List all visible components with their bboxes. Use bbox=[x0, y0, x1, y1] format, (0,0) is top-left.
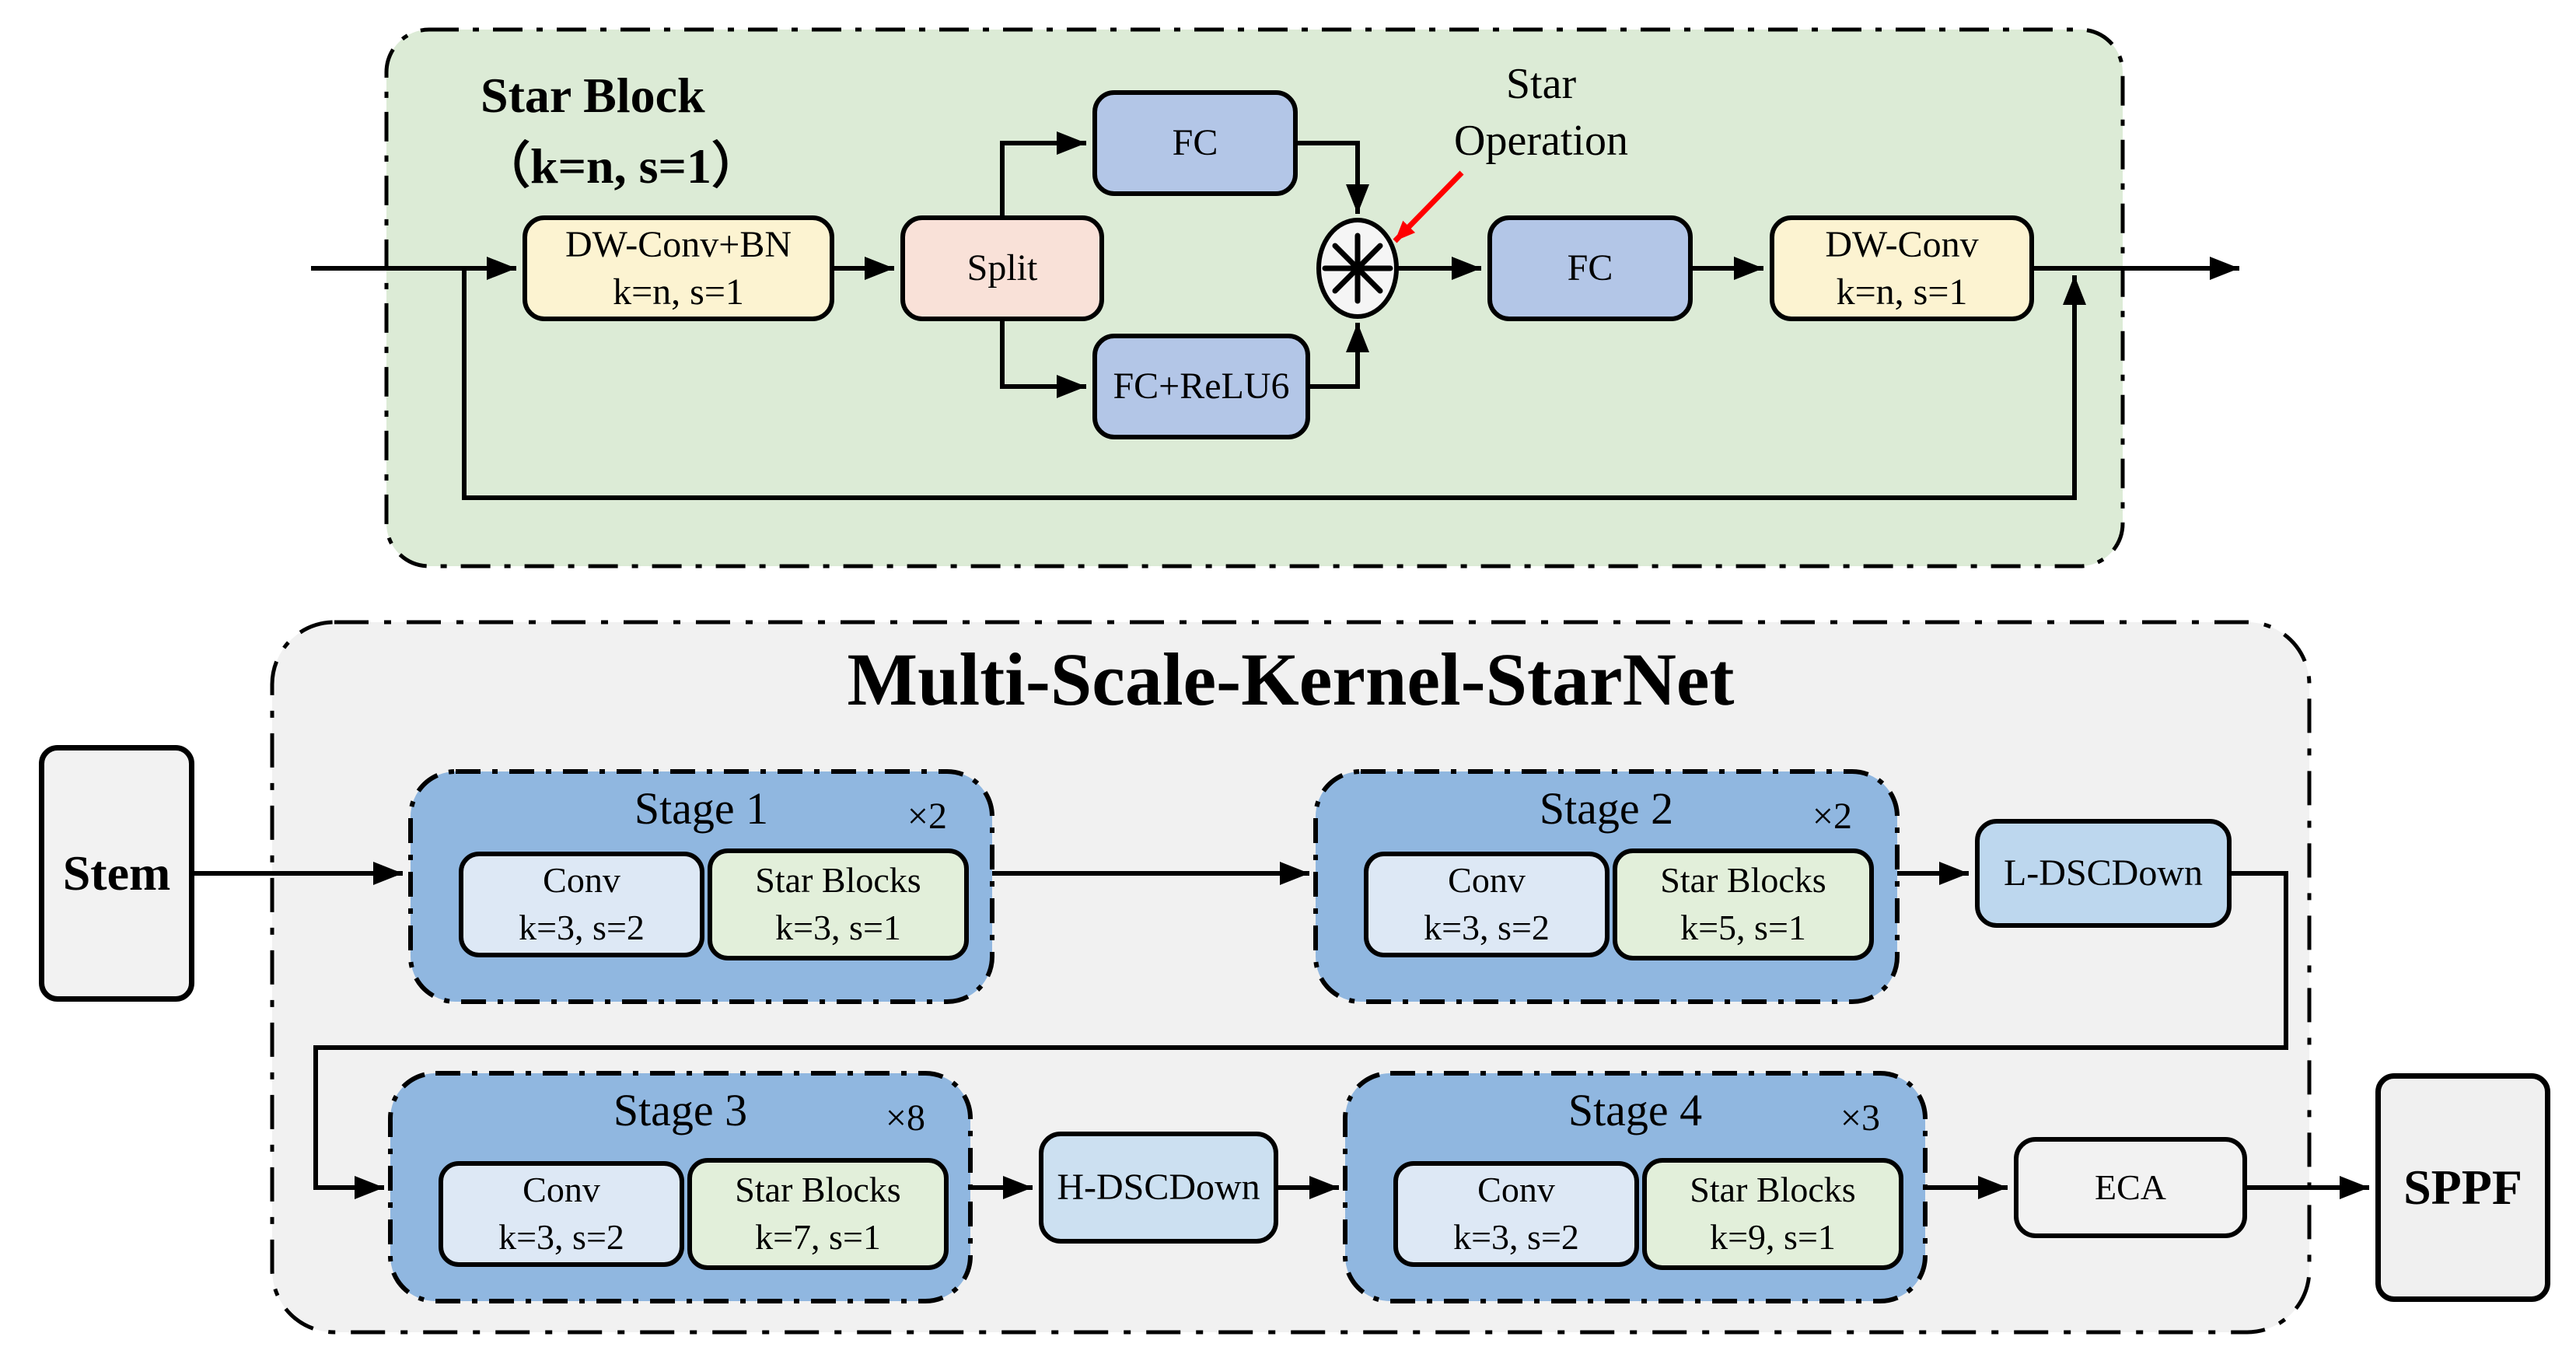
stage-3-conv-line2: k=3, s=2 bbox=[498, 1217, 624, 1257]
sppf-label: SPPF bbox=[2403, 1160, 2522, 1216]
stage-4-conv-line2: k=3, s=2 bbox=[1453, 1217, 1579, 1257]
stage-3-star-line2: k=7, s=1 bbox=[755, 1217, 881, 1257]
stage-2-star-blocks-box: Star Blocks k=5, s=1 bbox=[1613, 848, 1874, 960]
split-box: Split bbox=[900, 215, 1104, 321]
h-dscdown-label: H-DSCDown bbox=[1057, 1167, 1260, 1209]
network-title: Multi-Scale-Kernel-StarNet bbox=[847, 638, 1735, 721]
split-to-fc-arrow bbox=[1000, 131, 1086, 215]
star-block-container bbox=[384, 27, 2125, 569]
stage-2-star-line2: k=5, s=1 bbox=[1680, 908, 1806, 947]
stage-4-conv-line1: Conv bbox=[1477, 1170, 1555, 1210]
sppf-box: SPPF bbox=[2375, 1073, 2550, 1302]
ldscdown-to-stage3-wrap-arrow bbox=[313, 871, 2288, 1199]
stage-4-repeat-badge: ×3 bbox=[1840, 1097, 1880, 1139]
stage-4-conv-box: Conv k=3, s=2 bbox=[1393, 1161, 1639, 1267]
stage-2-repeat-badge: ×2 bbox=[1812, 796, 1852, 837]
stage-4-title: Stage 4 bbox=[1568, 1085, 1703, 1135]
star-operation-label-line1: Star bbox=[1505, 60, 1577, 108]
dwconv-out-box: DW-Conv k=n, s=1 bbox=[1770, 215, 2034, 321]
stage-2-group: Stage 2 ×2 Conv k=3, s=2 Star Blocks k=5… bbox=[1316, 771, 1897, 1002]
star-operation-pointer-arrow bbox=[1393, 170, 1464, 243]
fc-relu6-label: FC+ReLU6 bbox=[1113, 366, 1290, 408]
dwconv-out-line1: DW-Conv bbox=[1825, 223, 1979, 265]
stage-2-conv-box: Conv k=3, s=2 bbox=[1364, 852, 1610, 957]
fc-relu6-box: FC+ReLU6 bbox=[1092, 334, 1310, 439]
split-label: Split bbox=[966, 247, 1038, 289]
star-operation-label-line2: Operation bbox=[1454, 116, 1628, 165]
residual-skip-connection bbox=[462, 268, 2086, 500]
stage-4-star-line1: Star Blocks bbox=[1690, 1170, 1856, 1210]
star-block-title-line1: Star Block bbox=[481, 68, 705, 123]
star-block-title: Star Block （k=n, s=1） bbox=[481, 61, 761, 202]
dwconv-bn-line2: k=n, s=1 bbox=[613, 271, 744, 313]
l-dscdown-box: L-DSCDown bbox=[1975, 819, 2232, 928]
fc-top-box: FC bbox=[1092, 90, 1298, 196]
stage-3-conv-line1: Conv bbox=[523, 1170, 600, 1210]
stage-3-star-blocks-box: Star Blocks k=7, s=1 bbox=[687, 1158, 949, 1270]
stage-1-conv-line2: k=3, s=2 bbox=[519, 908, 645, 947]
stage-1-repeat-badge: ×2 bbox=[907, 796, 947, 837]
fcrelu-to-star-arrow bbox=[1310, 323, 1369, 389]
split-to-fcrelu-arrow bbox=[1000, 321, 1086, 398]
stage-2-title: Stage 2 bbox=[1539, 783, 1674, 834]
stage-3-star-line1: Star Blocks bbox=[735, 1170, 901, 1210]
l-dscdown-label: L-DSCDown bbox=[2003, 852, 2203, 894]
stem-label: Stem bbox=[62, 845, 171, 901]
star-operation-icon bbox=[1316, 218, 1399, 319]
star-operation-label: Star Operation bbox=[1400, 56, 1683, 170]
fc-top-label: FC bbox=[1172, 122, 1218, 164]
stage-2-conv-line1: Conv bbox=[1448, 860, 1526, 901]
star-block-title-line2: （k=n, s=1） bbox=[481, 138, 762, 194]
eca-box: ECA bbox=[2014, 1137, 2247, 1238]
stage-4-group: Stage 4 ×3 Conv k=3, s=2 Star Blocks k=9… bbox=[1345, 1073, 1925, 1301]
dwconv-bn-box: DW-Conv+BN k=n, s=1 bbox=[523, 215, 834, 321]
stage-2-conv-line2: k=3, s=2 bbox=[1424, 908, 1550, 947]
stage-4-star-line2: k=9, s=1 bbox=[1710, 1217, 1836, 1257]
stage-3-group: Stage 3 ×8 Conv k=3, s=2 Star Blocks k=7… bbox=[390, 1073, 970, 1301]
stage-4-star-blocks-box: Star Blocks k=9, s=1 bbox=[1642, 1158, 1903, 1270]
eca-label: ECA bbox=[2095, 1167, 2166, 1207]
stage-1-star-blocks-box: Star Blocks k=3, s=1 bbox=[708, 848, 969, 960]
fc-right-label: FC bbox=[1567, 247, 1613, 289]
dwconv-out-line2: k=n, s=1 bbox=[1836, 271, 1968, 313]
stage-1-conv-line1: Conv bbox=[543, 860, 620, 901]
stage-1-group: Stage 1 ×2 Conv k=3, s=2 Star Blocks k=3… bbox=[411, 771, 992, 1002]
stage-1-star-line1: Star Blocks bbox=[755, 860, 921, 901]
stage-1-title: Stage 1 bbox=[634, 783, 769, 834]
stage-1-conv-box: Conv k=3, s=2 bbox=[459, 852, 704, 957]
fc-right-box: FC bbox=[1487, 215, 1693, 321]
stage-1-star-line2: k=3, s=1 bbox=[775, 908, 901, 947]
stage-3-title: Stage 3 bbox=[613, 1085, 748, 1135]
stage-3-conv-box: Conv k=3, s=2 bbox=[439, 1161, 684, 1267]
fc-to-star-arrow bbox=[1298, 141, 1369, 214]
stage-2-star-line1: Star Blocks bbox=[1660, 860, 1826, 901]
h-dscdown-box: H-DSCDown bbox=[1039, 1132, 1278, 1244]
dwconv-bn-line1: DW-Conv+BN bbox=[564, 223, 792, 265]
stem-box: Stem bbox=[39, 745, 194, 1002]
stage-3-repeat-badge: ×8 bbox=[885, 1097, 925, 1139]
